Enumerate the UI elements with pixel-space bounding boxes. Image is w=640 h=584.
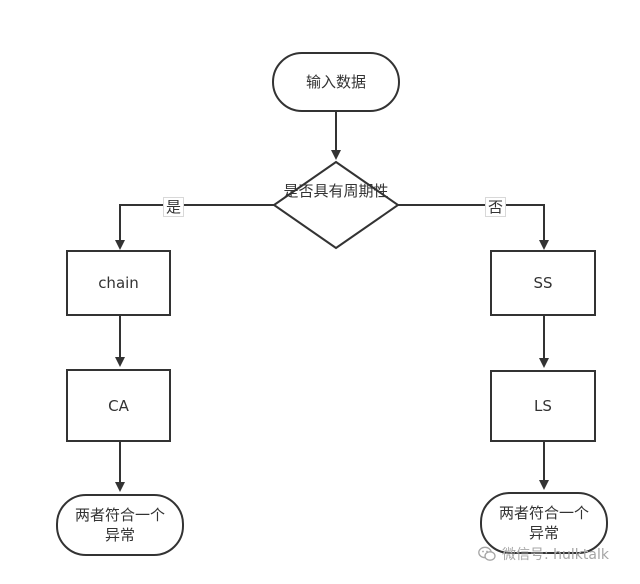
wechat-icon (478, 546, 496, 561)
right-end-label: 两者符合一个异常 (498, 504, 589, 542)
watermark-text: 微信号: hulktalk (502, 547, 609, 563)
ls-box-label: LS (534, 397, 552, 415)
ls-box: LS (490, 370, 596, 442)
ca-box: CA (66, 369, 171, 442)
yes-edge-label: 是 (163, 197, 185, 217)
wechat-watermark: 微信号: hulktalk (478, 544, 609, 564)
chain-box: chain (66, 250, 171, 316)
right-end-node: 两者符合一个异常 (480, 492, 608, 554)
arrow-yes-branch (115, 204, 274, 250)
start-node: 输入数据 (272, 52, 400, 112)
decision-label: 是否具有周期性 (274, 180, 398, 202)
ss-box-label: SS (533, 274, 553, 292)
decision-text: 是否具有周期性 (283, 182, 389, 200)
ca-box-label: CA (108, 396, 129, 415)
arrow-no-branch (398, 204, 549, 250)
ss-box: SS (490, 250, 596, 316)
decision-diamond (272, 160, 400, 250)
chain-box-label: chain (98, 274, 139, 292)
start-node-label: 输入数据 (305, 73, 366, 91)
no-edge-label: 否 (485, 197, 507, 217)
left-end-node: 两者符合一个异常 (56, 494, 184, 556)
left-end-label: 两者符合一个异常 (74, 506, 165, 544)
